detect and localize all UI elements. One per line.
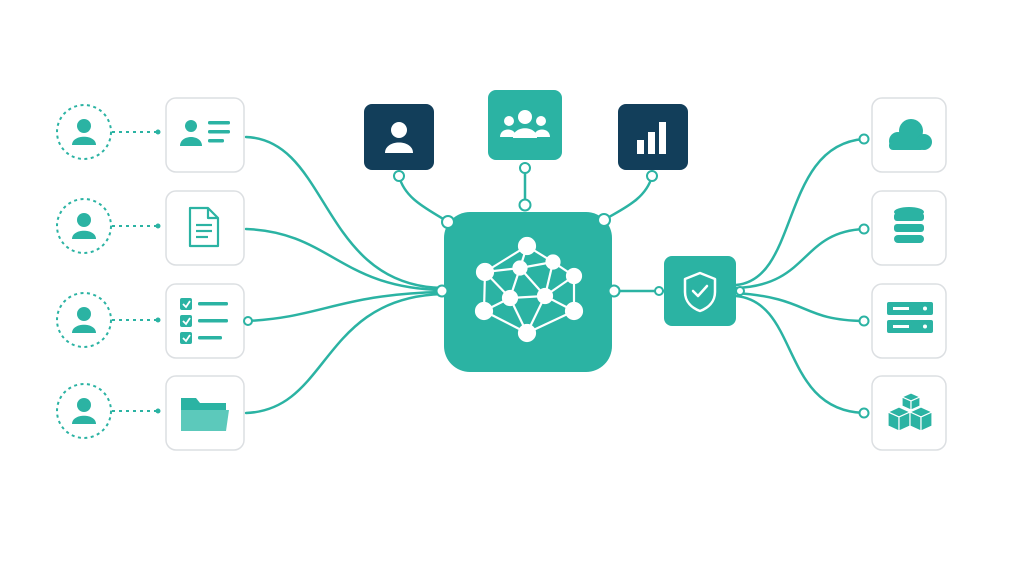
resource-document[interactable] xyxy=(165,190,245,266)
user-icon xyxy=(72,213,96,239)
junction-dot xyxy=(441,215,455,229)
connector-folder-to-hub xyxy=(244,292,444,415)
link-dot xyxy=(155,223,161,229)
link-dot xyxy=(155,129,161,135)
left-users xyxy=(56,104,112,439)
left-resources xyxy=(165,97,245,451)
resource-database[interactable] xyxy=(871,190,947,266)
junction-dot xyxy=(243,316,253,326)
connector-user-to-hub xyxy=(397,174,450,224)
link-dot xyxy=(155,408,161,414)
connector-chart-to-hub xyxy=(602,174,654,222)
connector-gateway-to-cubes xyxy=(734,294,866,415)
connector-checklist-to-hub xyxy=(244,290,444,323)
network-graph-icon xyxy=(474,236,584,343)
user-node[interactable] xyxy=(56,383,112,439)
resource-contact-card[interactable] xyxy=(165,97,245,173)
user-node[interactable] xyxy=(56,292,112,348)
junctions xyxy=(243,133,870,419)
resource-checklist[interactable] xyxy=(165,283,245,359)
cloud-icon xyxy=(889,119,932,150)
user-icon xyxy=(72,119,96,145)
resource-cubes[interactable] xyxy=(871,375,947,451)
contact-card-icon xyxy=(180,120,230,146)
right-resources xyxy=(871,97,947,451)
junction-dot xyxy=(858,223,870,235)
security-gateway[interactable] xyxy=(664,256,736,326)
link-dot xyxy=(155,317,161,323)
top-node-user[interactable] xyxy=(364,104,434,170)
connector-gateway-to-database xyxy=(734,227,866,290)
junction-dot xyxy=(858,133,870,145)
resource-cloud[interactable] xyxy=(871,97,947,173)
user-node[interactable] xyxy=(56,198,112,254)
users-group-icon xyxy=(500,110,550,138)
top-node-group[interactable] xyxy=(488,90,562,160)
user-node[interactable] xyxy=(56,104,112,160)
connector-contact-to-hub xyxy=(244,135,444,290)
database-icon xyxy=(894,207,924,243)
dashed-links xyxy=(112,131,158,412)
junction-dot xyxy=(858,407,870,419)
junction-dot xyxy=(597,213,611,227)
cubes-icon xyxy=(886,392,934,432)
junction-dot xyxy=(518,198,532,212)
junction-dot xyxy=(646,170,658,182)
top-node-chart[interactable] xyxy=(618,104,688,170)
server-icon xyxy=(887,302,933,333)
folder-icon xyxy=(181,398,229,431)
junction-dot xyxy=(858,315,870,327)
junction-dot xyxy=(519,162,531,174)
connector-document-to-hub xyxy=(244,227,444,292)
checklist-icon xyxy=(180,298,228,344)
user-icon xyxy=(385,122,413,153)
resource-folder[interactable] xyxy=(165,375,245,451)
resource-server[interactable] xyxy=(871,283,947,359)
junction-dot xyxy=(607,284,621,298)
user-icon xyxy=(72,307,96,333)
top-nodes xyxy=(364,90,688,170)
shield-check-icon xyxy=(683,271,717,313)
user-icon xyxy=(72,398,96,424)
central-hub[interactable] xyxy=(444,212,612,372)
junction-dot xyxy=(393,170,405,182)
dashed-link-dots xyxy=(155,129,161,414)
junction-dot xyxy=(735,286,745,296)
document-icon xyxy=(188,206,220,248)
connectors xyxy=(244,135,866,415)
junction-dot xyxy=(435,284,449,298)
connector-gateway-to-server xyxy=(734,291,866,323)
connector-gateway-to-cloud xyxy=(734,137,866,287)
junction-dot xyxy=(654,286,664,296)
bar-chart-icon xyxy=(637,122,666,154)
